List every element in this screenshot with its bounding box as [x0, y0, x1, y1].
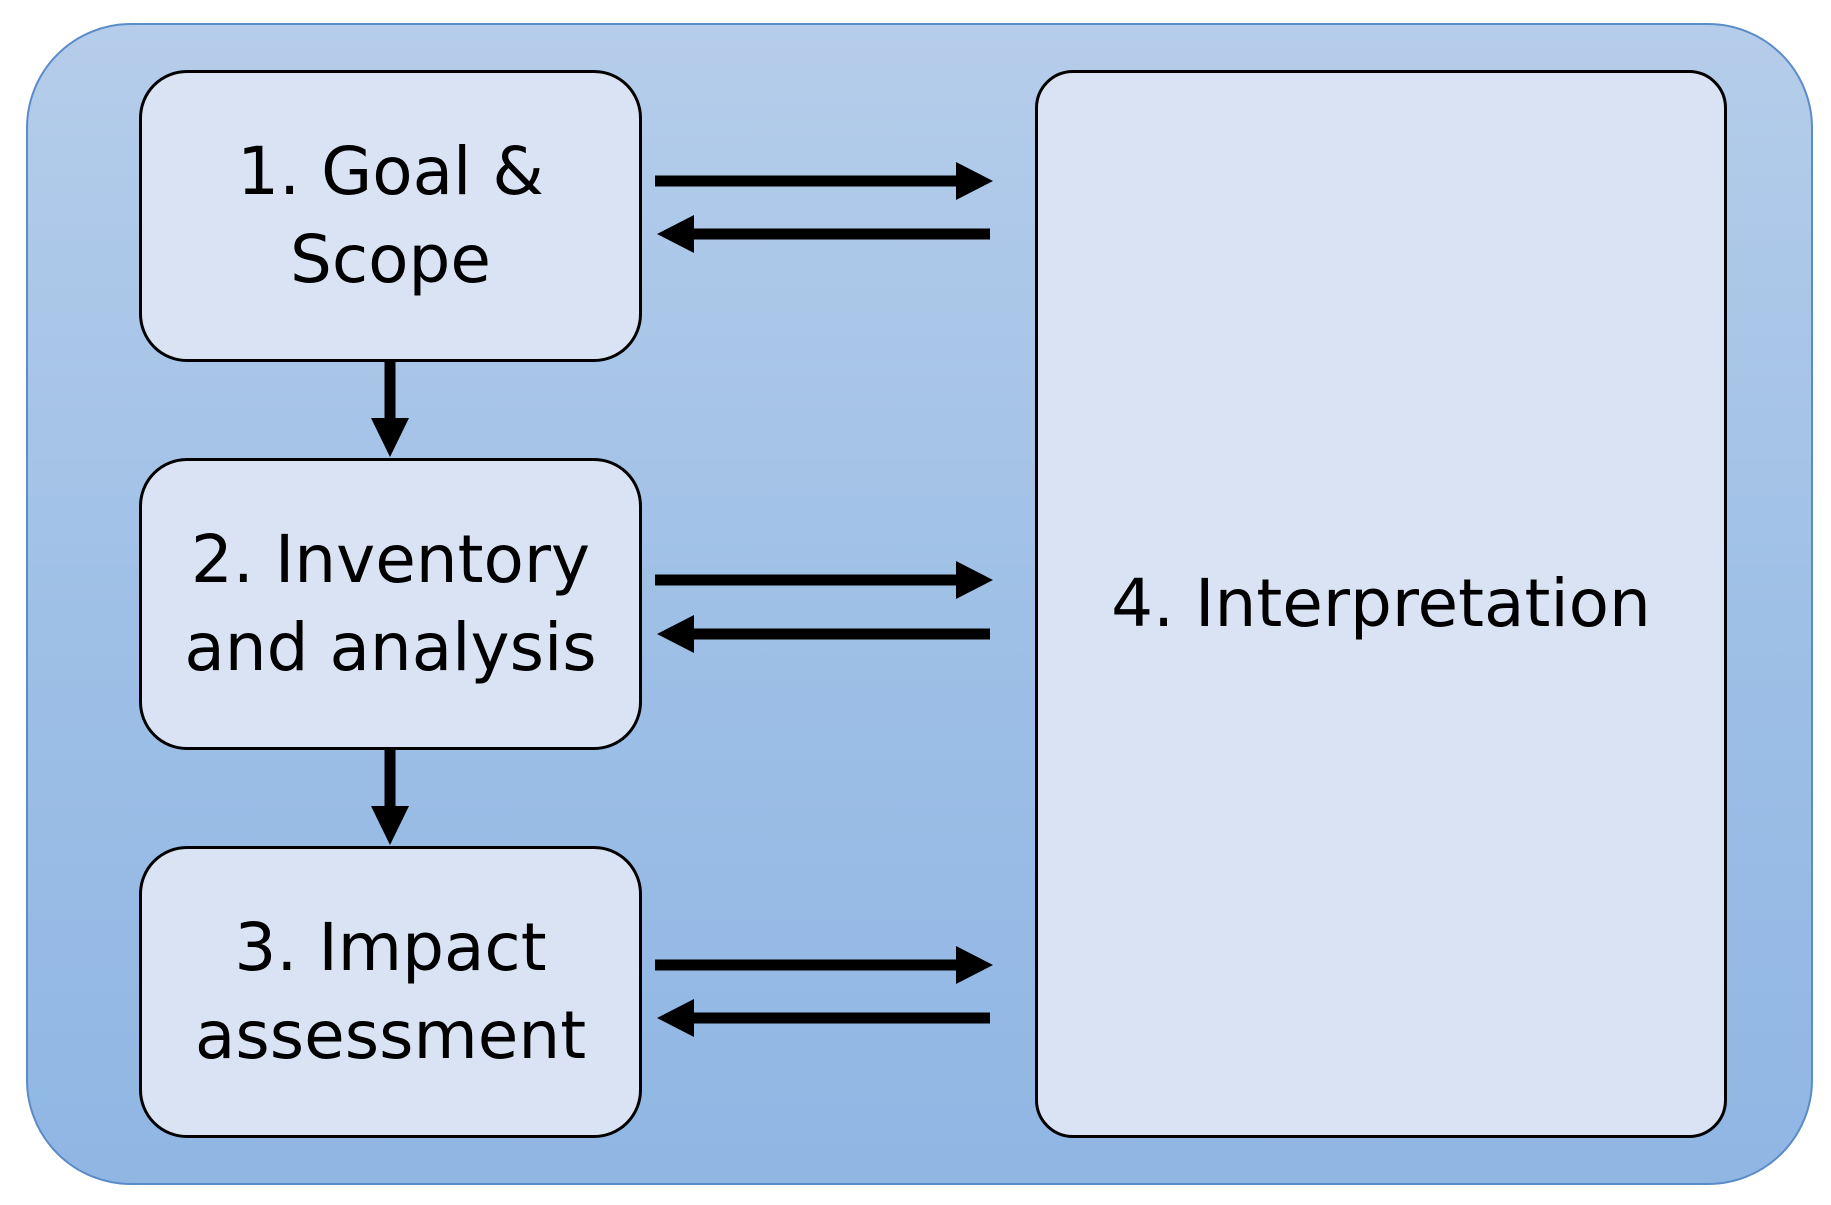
goal-and-scope-box: 1. Goal & Scope: [139, 70, 642, 362]
inventory-and-analysis-box: 2. Inventory and analysis: [139, 458, 642, 750]
interpretation-label: 4. Interpretation: [1111, 565, 1651, 642]
goal-and-scope-label: 1. Goal & Scope: [237, 133, 544, 298]
interpretation-box: 4. Interpretation: [1035, 70, 1727, 1138]
inventory-and-analysis-label: 2. Inventory and analysis: [184, 521, 597, 686]
impact-assessment-box: 3. Impact assessment: [139, 846, 642, 1138]
impact-assessment-label: 3. Impact assessment: [194, 909, 587, 1074]
